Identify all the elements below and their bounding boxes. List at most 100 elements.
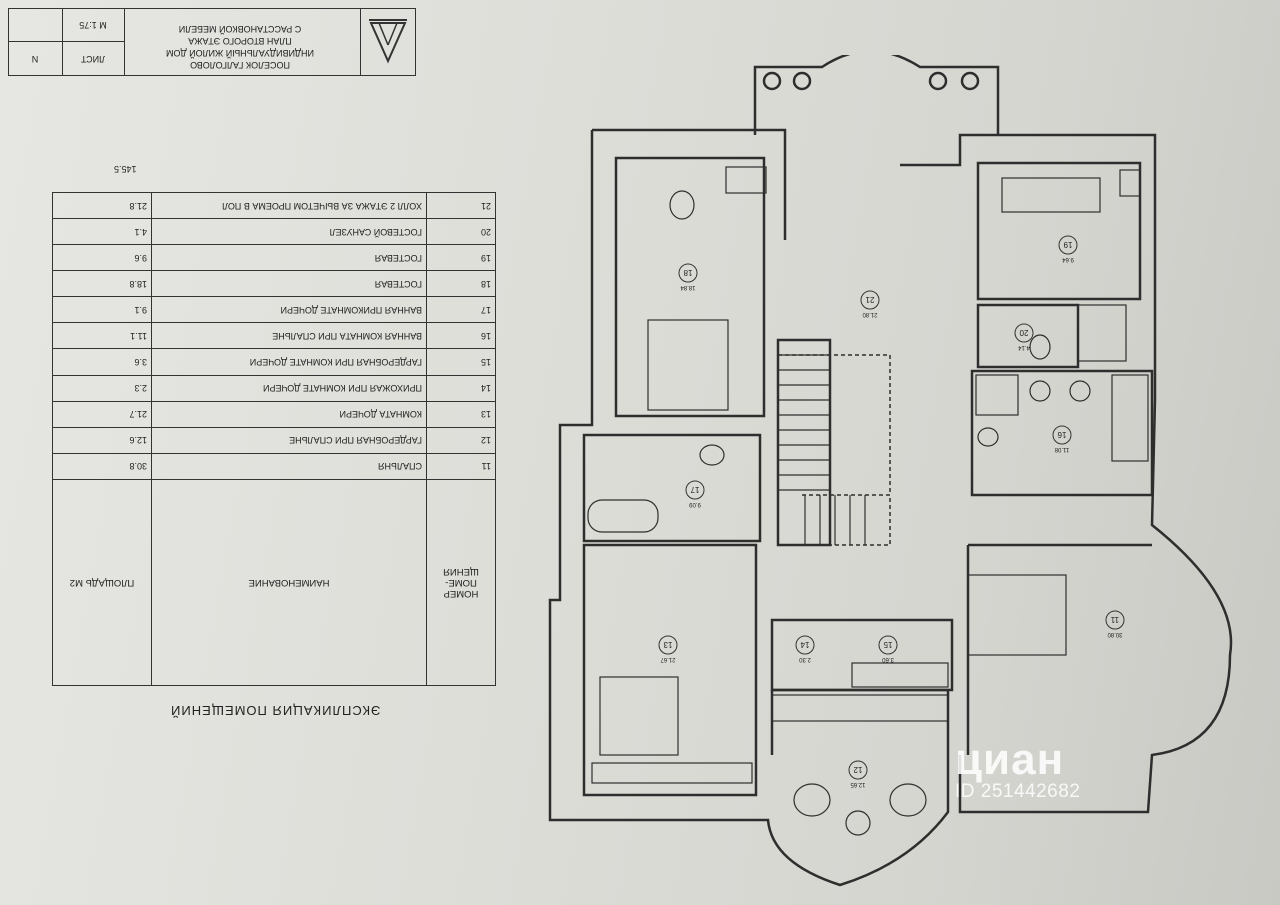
explication-table: НОМЕР ПОМЕ- ЩЕНИЯ НАИМЕНОВАНИЕ ПЛОЩАДЬ М… <box>52 192 496 686</box>
room-number: 19 <box>426 244 496 271</box>
room-label: 13 21.67 <box>658 635 678 662</box>
room-number: 15 <box>426 348 496 376</box>
room-label: 204.14 <box>1014 323 1034 350</box>
room-label: 153.60 <box>878 635 898 662</box>
room-plan-area: 30.80 <box>1107 631 1123 637</box>
watermark-logo: циан <box>955 735 1065 784</box>
room-plan-area: 9.09 <box>689 501 701 507</box>
column <box>928 71 948 91</box>
room-name: ГОСТЕВОЙ САНУЗЕЛ <box>151 218 427 245</box>
shower-icon <box>975 374 1019 416</box>
toilet-icon <box>1029 334 1051 360</box>
header-area: ПЛОЩАДЬ М2 <box>52 479 152 686</box>
room-plan-area: 21.80 <box>862 311 878 317</box>
room-marker <box>860 290 880 310</box>
room-id: 19 <box>1063 240 1072 249</box>
column <box>762 71 782 91</box>
room-name: ГАРДЕРОБНАЯ ПРИ КОМНАТЕ ДОЧЕРИ <box>151 348 427 376</box>
room-area: 21.8 <box>52 192 152 219</box>
room-plan-area: 11.08 <box>1054 446 1069 452</box>
number-label: N <box>8 41 62 75</box>
room-marker <box>795 635 815 655</box>
room-id: 16 <box>1057 430 1066 439</box>
room-area: 3.6 <box>52 348 152 376</box>
object-name: ИНДИВИДУАЛЬНЫЙ ЖИЛОЙ ДОМ <box>166 48 315 58</box>
sheet-subtitle: С РАССТАНОВКОЙ МЕБЕЛИ <box>178 24 302 34</box>
outer-wall <box>548 130 950 887</box>
architect-logo <box>360 9 415 75</box>
room-area: 9.6 <box>52 244 152 271</box>
room-id: 14 <box>800 640 809 649</box>
floor-plan: 1130.801212.651321.67142.30153.601611.08… <box>548 55 1233 887</box>
bed-icon <box>1001 177 1101 213</box>
room-area: 9.1 <box>52 296 152 323</box>
room-area: 18.8 <box>52 270 152 297</box>
bay-window-top <box>753 55 1000 135</box>
sink-icon <box>699 444 725 466</box>
room-name: ГОСТЕВАЯ <box>151 244 427 271</box>
staircase <box>776 338 832 547</box>
room-17-walls <box>582 433 762 543</box>
wardrobe-icon <box>591 762 753 784</box>
room-area: 2.3 <box>52 375 152 402</box>
room-number: 18 <box>426 270 496 297</box>
armchair-icon <box>889 783 927 817</box>
toilet-icon <box>977 427 999 447</box>
room-name: ВАННАЯ ПРИКОМНАТЕ ДОЧЕРИ <box>151 296 427 323</box>
room-id: 18 <box>683 268 692 277</box>
room-19-walls <box>976 161 1142 301</box>
scale-label: М 1:75 <box>79 20 107 30</box>
room-label: 179.09 <box>685 480 705 507</box>
room-number: 16 <box>426 322 496 349</box>
room-name: ХОЛЛ 2 ЭТАЖА ЗА ВЫЧЕТОМ ПРОЕМА В ПОЛ <box>151 192 427 219</box>
watermark-id: ID 251442682 <box>955 781 1081 802</box>
room-number: 20 <box>426 218 496 245</box>
room-16-walls <box>970 369 1154 497</box>
room-number: 21 <box>426 192 496 219</box>
room-name: КОМНАТА ДОЧЕРИ <box>151 401 427 428</box>
sink-icon <box>1069 380 1091 402</box>
room-marker <box>1052 425 1072 445</box>
table-icon <box>845 810 871 836</box>
room-number: 12 <box>426 427 496 454</box>
wardrobe-icon <box>1119 169 1141 197</box>
room-marker <box>1014 323 1034 343</box>
room-number: 11 <box>426 453 496 480</box>
room-number: 17 <box>426 296 496 323</box>
watermark: циан ID 251442682 <box>955 735 1080 803</box>
room-name: ПРИХОЖАЯ ПРИ КОМНАТЕ ДОЧЕРИ <box>151 375 427 402</box>
wardrobe-icon <box>725 166 767 194</box>
total-area: 145.5 <box>114 164 137 174</box>
stair-opening <box>778 354 891 546</box>
room-11-walls <box>966 543 1152 755</box>
sink-icon <box>1029 380 1051 402</box>
room-plan-area: 9.64 <box>1062 256 1074 262</box>
sheet-label: ЛИСТ <box>62 41 124 75</box>
wardrobe-icon <box>771 694 949 722</box>
title-block: ПОСЕЛОК ГАЛГОЛОВО ИНДИВИДУАЛЬНЫЙ ЖИЛОЙ Д… <box>8 8 416 76</box>
room-plan-area: 2.30 <box>799 656 811 662</box>
room-area: 4.1 <box>52 218 152 245</box>
outer-wall <box>592 128 1233 814</box>
room-plan-area: 21.67 <box>660 656 676 662</box>
room-id: 17 <box>690 485 699 494</box>
room-marker <box>658 635 678 655</box>
column <box>792 71 812 91</box>
room-label: 142.30 <box>795 635 815 662</box>
room-name: ГАРДЕРОБНАЯ ПРИ СПАЛЬНЕ <box>151 427 427 454</box>
room-name: ГОСТЕВАЯ <box>151 270 427 297</box>
table-header: НОМЕР ПОМЕ- ЩЕНИЯ НАИМЕНОВАНИЕ ПЛОЩАДЬ М… <box>52 479 496 686</box>
shower-icon <box>1077 304 1127 362</box>
room-label: 199.64 <box>1058 235 1078 262</box>
room-id: 13 <box>663 640 672 649</box>
room-name: СПАЛЬНЯ <box>151 453 427 480</box>
room-plan-area: 12.65 <box>850 781 866 787</box>
